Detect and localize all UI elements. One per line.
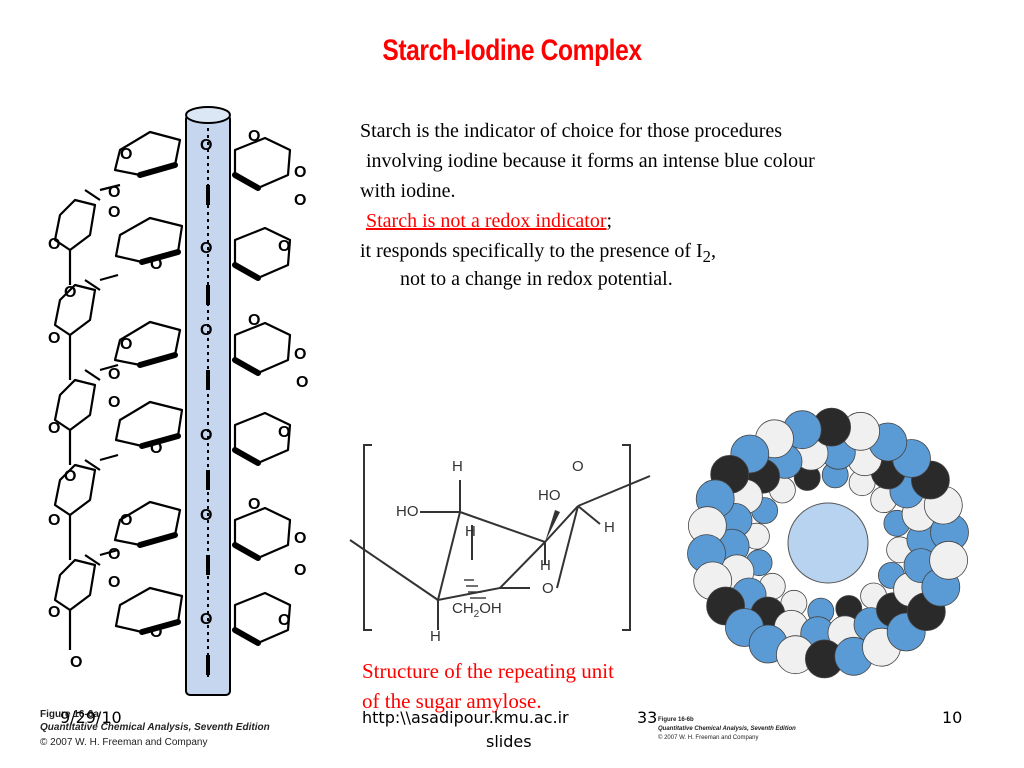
o-label: O [296,374,309,391]
h-top-label: H [452,458,463,475]
o-label: O [64,284,77,301]
caption-line-2: of the sugar amylose. [362,689,542,713]
semicolon: ; [606,210,613,232]
o-label: O [294,192,307,209]
o-label: O [278,612,291,629]
ho-left-label: HO [396,503,419,520]
o-label: O [120,336,133,353]
figure-a-credit-title: Figure 16-6a [40,709,99,720]
o-label: O [294,346,307,363]
o-label: O [48,236,61,253]
h-bottom-label: H [430,628,441,645]
amylose-structure [349,444,651,631]
redox-indicator-link[interactable]: Starch is not a redox indicator [366,210,607,232]
o-label: O [294,530,307,547]
figure-b-credit-copyright: © 2007 W. H. Freeman and Company [658,735,759,741]
footer-count-unit: slides [486,732,532,751]
o-label: O [64,468,77,485]
h-ring-label: H [540,557,551,574]
o-label: O [48,330,61,347]
o-label: O [48,512,61,529]
o-label: O [248,312,261,329]
figure-b-credit-title: Figure 16-6b [658,717,694,723]
text-line-2: involving iodine because it forms an int… [366,150,815,172]
text-line-5-a: it responds specifically to the presence… [360,240,703,262]
body-paragraph: Starch is the indicator of choice for th… [360,116,980,290]
slide-title: Starch-Iodine Complex [382,34,642,67]
o-label: O [200,427,213,444]
ring-oxygen-top-label: O [572,458,584,475]
text-line-3: with iodine. [360,180,456,202]
o-label: O [108,366,121,383]
o-label: O [200,240,213,257]
figure-b-credit-book: Quantitative Chemical Analysis, Seventh … [658,726,796,732]
o-label: O [200,611,213,628]
o-label: O [150,256,163,273]
h-right-label: H [604,519,615,536]
o-label: O [200,322,213,339]
o-label: O [150,624,163,641]
iodine-subscript: 2 [702,247,711,266]
text-line-6: not to a change in redox potential. [400,268,673,290]
figure-a-credit-book: Quantitative Chemical Analysis, Seventh … [40,722,270,733]
o-label: O [294,562,307,579]
atom-sphere [929,540,969,580]
o-label: O [294,164,307,181]
o-label: O [278,238,291,255]
text-line-4: Starch is not a redox indicator; [360,206,980,236]
iodine-atom [787,502,869,584]
o-label: O [120,146,133,163]
o-label: O [200,137,213,154]
h-mid-label: H [465,523,476,540]
footer-source[interactable]: http:\\asadipour.kmu.ac.ir [362,708,569,727]
o-label: O [248,496,261,513]
ch2oh-label: CH2OH [452,600,502,620]
space-filling-model [687,407,969,679]
o-label: O [70,654,83,671]
footer-page-number: 10 [942,708,963,727]
o-label: O [48,420,61,437]
o-label: O [120,512,133,529]
o-label: O [200,507,213,524]
figure-a-credit-copyright: © 2007 W. H. Freeman and Company [40,737,208,748]
o-label: O [108,394,121,411]
footer-date: 9/29/10 [60,708,122,727]
o-label: O [248,128,261,145]
text-line-5-b: , [710,240,716,262]
text-line-5: it responds specifically to the presence… [360,236,980,272]
text-line-1: Starch is the indicator of choice for th… [360,120,783,142]
o-label: O [108,204,121,221]
o-label: O [108,546,121,563]
o-label: O [278,424,291,441]
footer-count: 33 [637,708,658,727]
ring-oxygen-label: O [542,580,554,597]
caption-line-1: Structure of the repeating unit [362,659,614,683]
o-label: O [48,604,61,621]
o-label: O [150,440,163,457]
o-label: O [108,184,121,201]
starch-helix-figure [53,106,292,696]
ho-mid-label: HO [538,487,561,504]
amylose-caption: Structure of the repeating unit of the s… [362,656,692,716]
o-label: O [108,574,121,591]
